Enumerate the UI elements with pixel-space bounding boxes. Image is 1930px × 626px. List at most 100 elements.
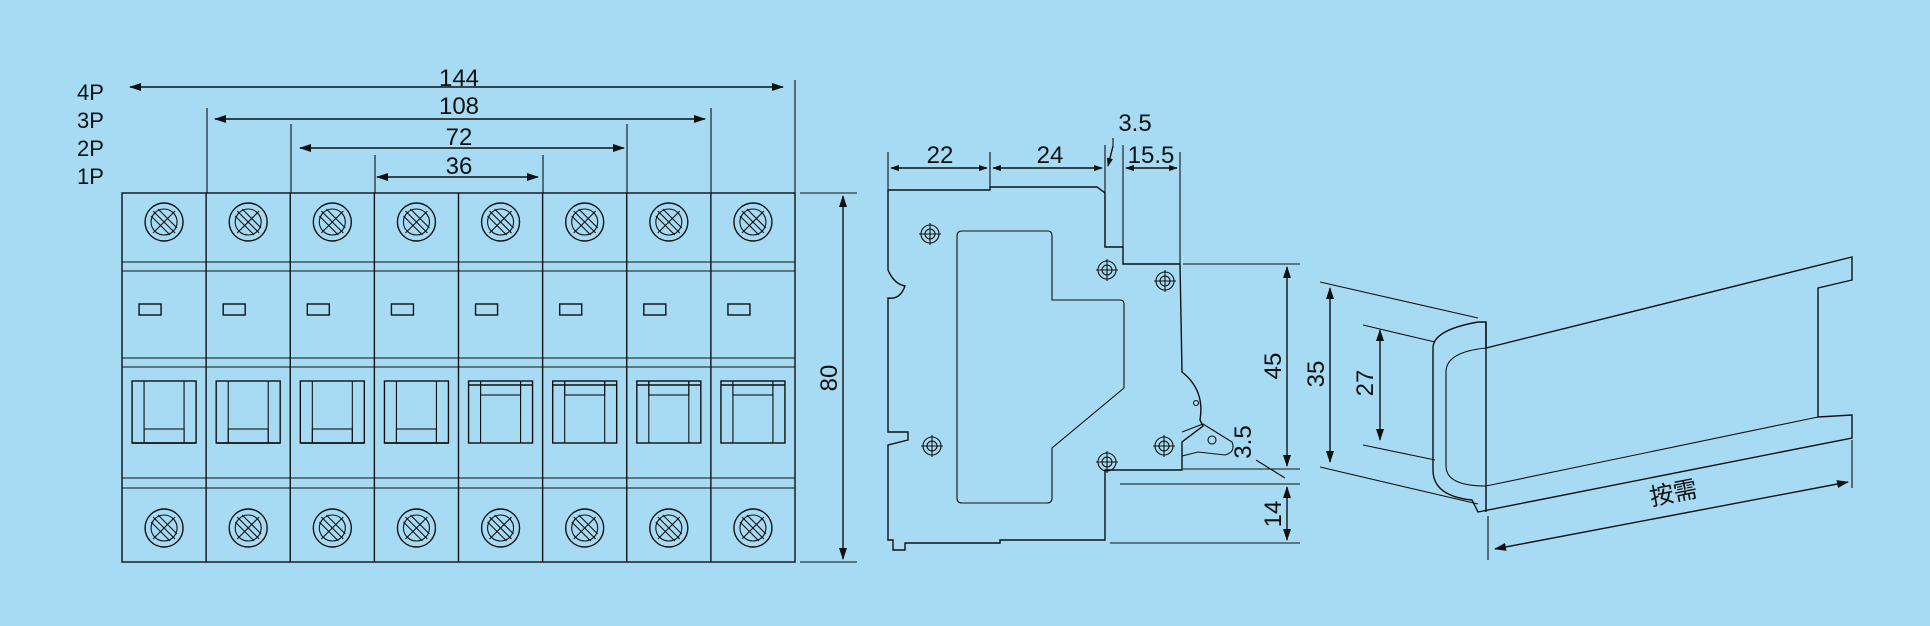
screw-hatch — [571, 215, 592, 236]
pole-label-3p: 3P — [77, 108, 104, 133]
screw-outer-ring — [396, 202, 437, 242]
side-profile-outline — [887, 186, 1204, 551]
terminal-screw-icon — [228, 508, 268, 548]
toggle-handle — [480, 380, 522, 396]
screw-hatch — [403, 215, 423, 236]
side-lever-pin — [1192, 399, 1200, 407]
dim-36-text: 36 — [446, 153, 473, 180]
toggle-frame — [720, 380, 786, 444]
toggle-frame — [383, 380, 450, 444]
screw-hatch — [325, 514, 346, 535]
screw-head — [487, 514, 515, 542]
toggle-frame — [636, 380, 702, 444]
dim-80-text: 80 — [816, 365, 843, 392]
screw-slot — [573, 516, 597, 540]
terminal-screw-icon — [312, 508, 353, 548]
screw-outer-ring — [564, 508, 605, 548]
screw-hatch — [746, 514, 767, 535]
screw-slot — [405, 516, 428, 540]
screw-hatch — [241, 208, 262, 229]
screw-hatch — [150, 215, 171, 236]
terminal-screw-icon — [733, 508, 773, 548]
screw-outer-ring — [312, 508, 353, 548]
screw-hatch — [487, 521, 507, 542]
screw-hatch — [746, 208, 767, 229]
screw-slot — [405, 210, 428, 234]
screw-slot — [152, 516, 176, 540]
dim-line-3-5-top — [1106, 145, 1114, 167]
screw-hatch — [318, 215, 339, 236]
screw-outer-ring — [144, 202, 184, 242]
terminal-screw-icon — [396, 508, 437, 548]
screw-hatch — [662, 208, 683, 229]
front-view: 4P 3P 2P 1P 144 108 72 36 80 — [77, 65, 857, 563]
screw-hatch — [662, 514, 683, 535]
dim-24-text: 24 — [1037, 142, 1064, 169]
side-screws — [919, 223, 1176, 473]
pole-label-2p: 2P — [77, 136, 104, 161]
rail-length-text: 按需 — [1647, 476, 1699, 512]
toggle-handle — [227, 428, 269, 444]
screw-head — [402, 208, 430, 236]
toggle-handle — [395, 428, 437, 444]
screw-hatch — [241, 514, 262, 535]
pole-label-1p: 1P — [77, 164, 104, 189]
screw-head — [655, 208, 683, 236]
screw-slot — [236, 210, 260, 234]
screw-head — [655, 514, 683, 542]
screw-outer-ring — [733, 202, 773, 242]
screw-outer-ring — [480, 202, 521, 242]
screw-hatch — [150, 521, 171, 542]
toggle-frame — [131, 380, 197, 444]
toggle-frame — [551, 380, 618, 444]
screw-hatch — [234, 521, 255, 542]
terminal-screw-icon — [649, 508, 689, 548]
status-window — [390, 303, 415, 316]
terminal-screw-icon — [733, 202, 773, 242]
screw-hatch — [157, 514, 178, 535]
screw-head — [571, 208, 599, 236]
screw-outer-ring — [733, 508, 773, 548]
screw-hatch — [410, 208, 430, 229]
screw-outer-ring — [144, 508, 184, 548]
screw-outer-ring — [649, 202, 689, 242]
toggle-frame — [215, 380, 281, 444]
screw-hatch — [157, 208, 178, 229]
screw-hatch — [739, 215, 760, 236]
mounting-screw-icon — [921, 435, 943, 457]
screw-slot — [236, 516, 260, 540]
screw-head — [318, 208, 346, 236]
status-window — [727, 303, 751, 316]
dim-108-text: 108 — [439, 93, 479, 120]
status-window — [306, 303, 331, 316]
screw-head — [739, 514, 767, 542]
screw-slot — [573, 210, 597, 234]
dim-45-text: 45 — [1260, 353, 1287, 380]
screw-hatch — [325, 208, 346, 229]
side-view: 22 24 3.5 15.5 45 3.5 14 — [887, 110, 1300, 551]
screw-outer-ring — [480, 508, 521, 548]
screw-hatch — [494, 208, 514, 229]
screw-hatch — [578, 514, 599, 535]
screw-slot — [489, 516, 512, 540]
mounting-screw-icon — [1153, 435, 1175, 457]
side-inner-panel — [956, 230, 1125, 504]
status-window — [138, 303, 162, 316]
mounting-screw-icon — [919, 223, 941, 245]
din-rail: 35 27 按需 — [1303, 256, 1853, 560]
screw-hatch — [403, 521, 423, 542]
screw-hatch — [655, 215, 676, 236]
terminal-screw-icon — [480, 508, 521, 548]
toggle-handle — [311, 428, 353, 444]
terminal-screw-icon — [144, 508, 184, 548]
toggle-handle — [732, 380, 774, 396]
screw-slot — [657, 516, 681, 540]
screw-hatch — [571, 521, 592, 542]
status-window — [643, 303, 667, 316]
screw-outer-ring — [228, 508, 268, 548]
mounting-screw-icon — [1096, 259, 1118, 281]
terminal-screw-icon — [649, 202, 689, 242]
dim-27-text: 27 — [1352, 370, 1379, 397]
